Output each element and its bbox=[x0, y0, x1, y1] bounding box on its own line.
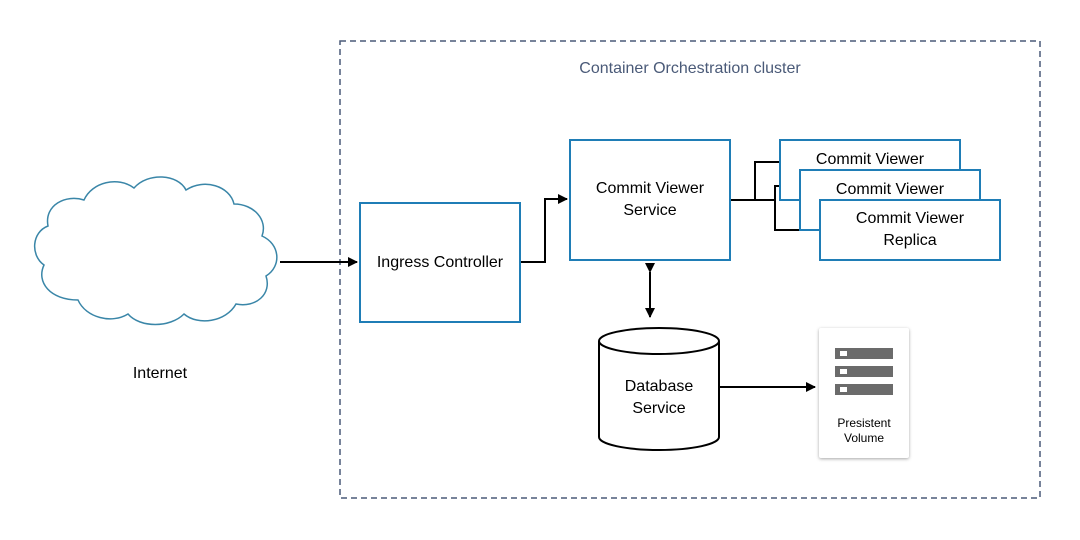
edge-ingress-service bbox=[520, 194, 568, 263]
edge-service-replicas bbox=[731, 199, 820, 231]
replica-back-label: Commit Viewer bbox=[815, 151, 925, 168]
commit-viewer-service-node: Commit Viewer Service bbox=[569, 139, 731, 261]
database-label: Database Service bbox=[599, 376, 719, 420]
replica-front-label-line2: Replica bbox=[883, 232, 937, 249]
replica-front-label-line1: Commit Viewer bbox=[855, 210, 965, 227]
persistent-volume-node: Presistent Volume bbox=[819, 328, 909, 458]
database-label-line2: Service bbox=[632, 400, 686, 417]
edge-to-replica-back bbox=[754, 161, 780, 200]
service-label-line2: Service bbox=[623, 202, 677, 219]
persistent-volume-label: Presistent Volume bbox=[819, 416, 909, 446]
database-label-line1: Database bbox=[624, 378, 694, 395]
ingress-controller-node: Ingress Controller bbox=[359, 202, 521, 323]
service-label-line1: Commit Viewer bbox=[595, 180, 705, 197]
database-cylinder-top bbox=[598, 327, 720, 355]
cluster-boundary bbox=[339, 40, 1041, 499]
cluster-title: Container Orchestration cluster bbox=[579, 60, 801, 77]
volume-label-line2: Volume bbox=[843, 431, 885, 445]
volume-label-line1: Presistent bbox=[837, 416, 891, 430]
internet-label: Internet bbox=[132, 365, 188, 382]
replica-front-node: Commit Viewer Replica bbox=[819, 199, 1001, 261]
ingress-controller-label: Ingress Controller bbox=[376, 253, 504, 271]
cloud-icon bbox=[34, 176, 278, 326]
database-cylinder bbox=[598, 341, 720, 451]
replica-middle-label: Commit Viewer bbox=[835, 181, 945, 198]
